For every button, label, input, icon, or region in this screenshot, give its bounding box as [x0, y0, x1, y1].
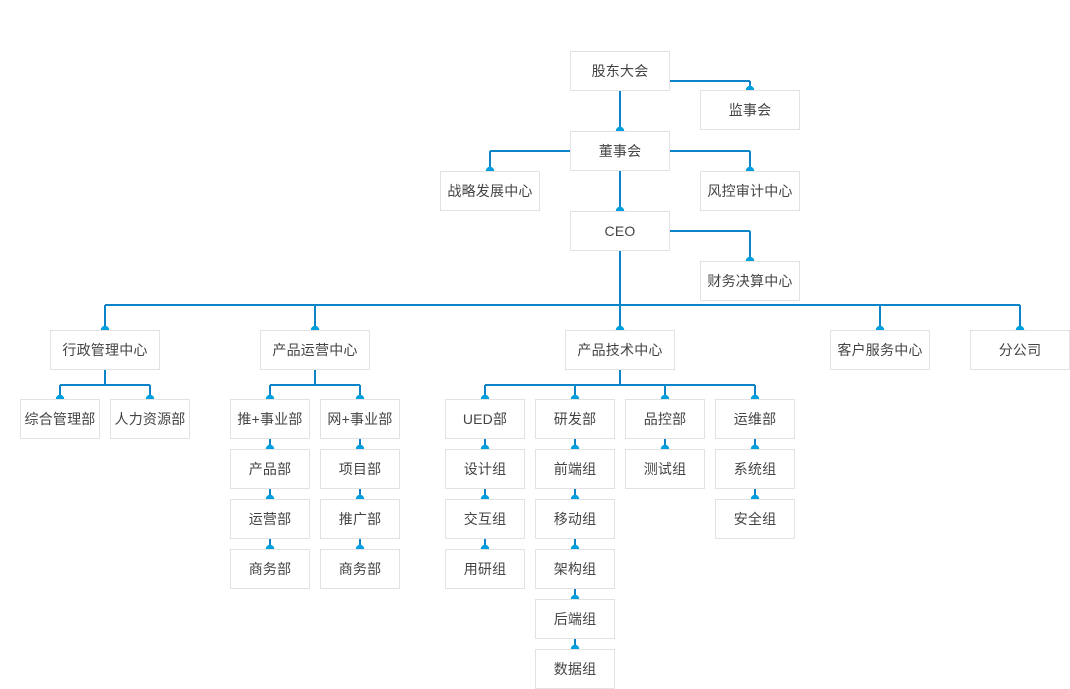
org-node-n5[interactable]: 风控审计中心 [700, 171, 800, 211]
org-node-label: 推+事业部 [237, 411, 303, 427]
org-node-d3[interactable]: 产品技术中心 [565, 330, 675, 370]
org-node-label: 行政管理中心 [62, 342, 148, 358]
org-node-n6[interactable]: CEO [570, 211, 670, 251]
org-node-label: 风控审计中心 [707, 183, 793, 199]
org-node-e4[interactable]: 用研组 [445, 549, 525, 589]
org-node-label: 综合管理部 [24, 411, 96, 427]
org-node-b1[interactable]: 推+事业部 [230, 399, 310, 439]
org-node-label: 监事会 [728, 102, 772, 118]
org-node-n4[interactable]: 战略发展中心 [440, 171, 540, 211]
org-node-n1[interactable]: 股东大会 [570, 51, 670, 91]
org-node-label: 运维部 [733, 411, 777, 427]
org-node-d5[interactable]: 分公司 [970, 330, 1070, 370]
org-node-label: 产品部 [248, 461, 292, 477]
org-node-c1[interactable]: 网+事业部 [320, 399, 400, 439]
org-node-f5[interactable]: 后端组 [535, 599, 615, 639]
org-node-f3[interactable]: 移动组 [535, 499, 615, 539]
org-node-label: 客户服务中心 [837, 342, 923, 358]
org-node-label: 运营部 [248, 511, 292, 527]
org-node-label: 产品技术中心 [577, 342, 663, 358]
org-node-n2[interactable]: 监事会 [700, 90, 800, 130]
org-node-label: 产品运营中心 [272, 342, 358, 358]
org-node-label: CEO [604, 223, 636, 239]
org-node-b4[interactable]: 商务部 [230, 549, 310, 589]
org-node-n3[interactable]: 董事会 [570, 131, 670, 171]
org-node-label: 推广部 [338, 511, 382, 527]
org-node-e1[interactable]: UED部 [445, 399, 525, 439]
org-node-d2[interactable]: 产品运营中心 [260, 330, 370, 370]
org-node-d1[interactable]: 行政管理中心 [50, 330, 160, 370]
org-node-label: 系统组 [733, 461, 777, 477]
org-node-g2[interactable]: 测试组 [625, 449, 705, 489]
org-node-label: 前端组 [553, 461, 597, 477]
org-node-label: 商务部 [248, 561, 292, 577]
org-node-label: 商务部 [338, 561, 382, 577]
org-node-c2[interactable]: 项目部 [320, 449, 400, 489]
org-node-g1[interactable]: 品控部 [625, 399, 705, 439]
org-node-label: 财务决算中心 [707, 273, 793, 289]
org-node-label: 用研组 [463, 561, 507, 577]
org-node-f1[interactable]: 研发部 [535, 399, 615, 439]
org-node-b2[interactable]: 产品部 [230, 449, 310, 489]
org-node-label: 分公司 [998, 342, 1042, 358]
org-node-b3[interactable]: 运营部 [230, 499, 310, 539]
org-node-label: UED部 [462, 411, 508, 427]
org-node-label: 后端组 [553, 611, 597, 627]
org-node-label: 设计组 [463, 461, 507, 477]
org-node-label: 股东大会 [591, 63, 649, 79]
org-node-label: 品控部 [643, 411, 687, 427]
org-node-label: 人力资源部 [114, 411, 186, 427]
org-node-c4[interactable]: 商务部 [320, 549, 400, 589]
org-node-h3[interactable]: 安全组 [715, 499, 795, 539]
org-node-label: 架构组 [553, 561, 597, 577]
org-node-label: 安全组 [733, 511, 777, 527]
org-node-n7[interactable]: 财务决算中心 [700, 261, 800, 301]
org-node-label: 移动组 [553, 511, 597, 527]
org-node-label: 网+事业部 [327, 411, 393, 427]
org-node-f4[interactable]: 架构组 [535, 549, 615, 589]
org-node-f6[interactable]: 数据组 [535, 649, 615, 689]
org-node-a2[interactable]: 人力资源部 [110, 399, 190, 439]
org-node-h1[interactable]: 运维部 [715, 399, 795, 439]
org-node-label: 项目部 [338, 461, 382, 477]
org-node-label: 测试组 [643, 461, 687, 477]
org-node-h2[interactable]: 系统组 [715, 449, 795, 489]
org-node-e2[interactable]: 设计组 [445, 449, 525, 489]
org-node-a1[interactable]: 综合管理部 [20, 399, 100, 439]
org-node-label: 交互组 [463, 511, 507, 527]
org-node-label: 董事会 [598, 143, 642, 159]
org-node-label: 研发部 [553, 411, 597, 427]
org-node-d4[interactable]: 客户服务中心 [830, 330, 930, 370]
org-node-f2[interactable]: 前端组 [535, 449, 615, 489]
org-node-label: 战略发展中心 [447, 183, 533, 199]
org-node-c3[interactable]: 推广部 [320, 499, 400, 539]
org-node-label: 数据组 [553, 661, 597, 677]
org-node-e3[interactable]: 交互组 [445, 499, 525, 539]
